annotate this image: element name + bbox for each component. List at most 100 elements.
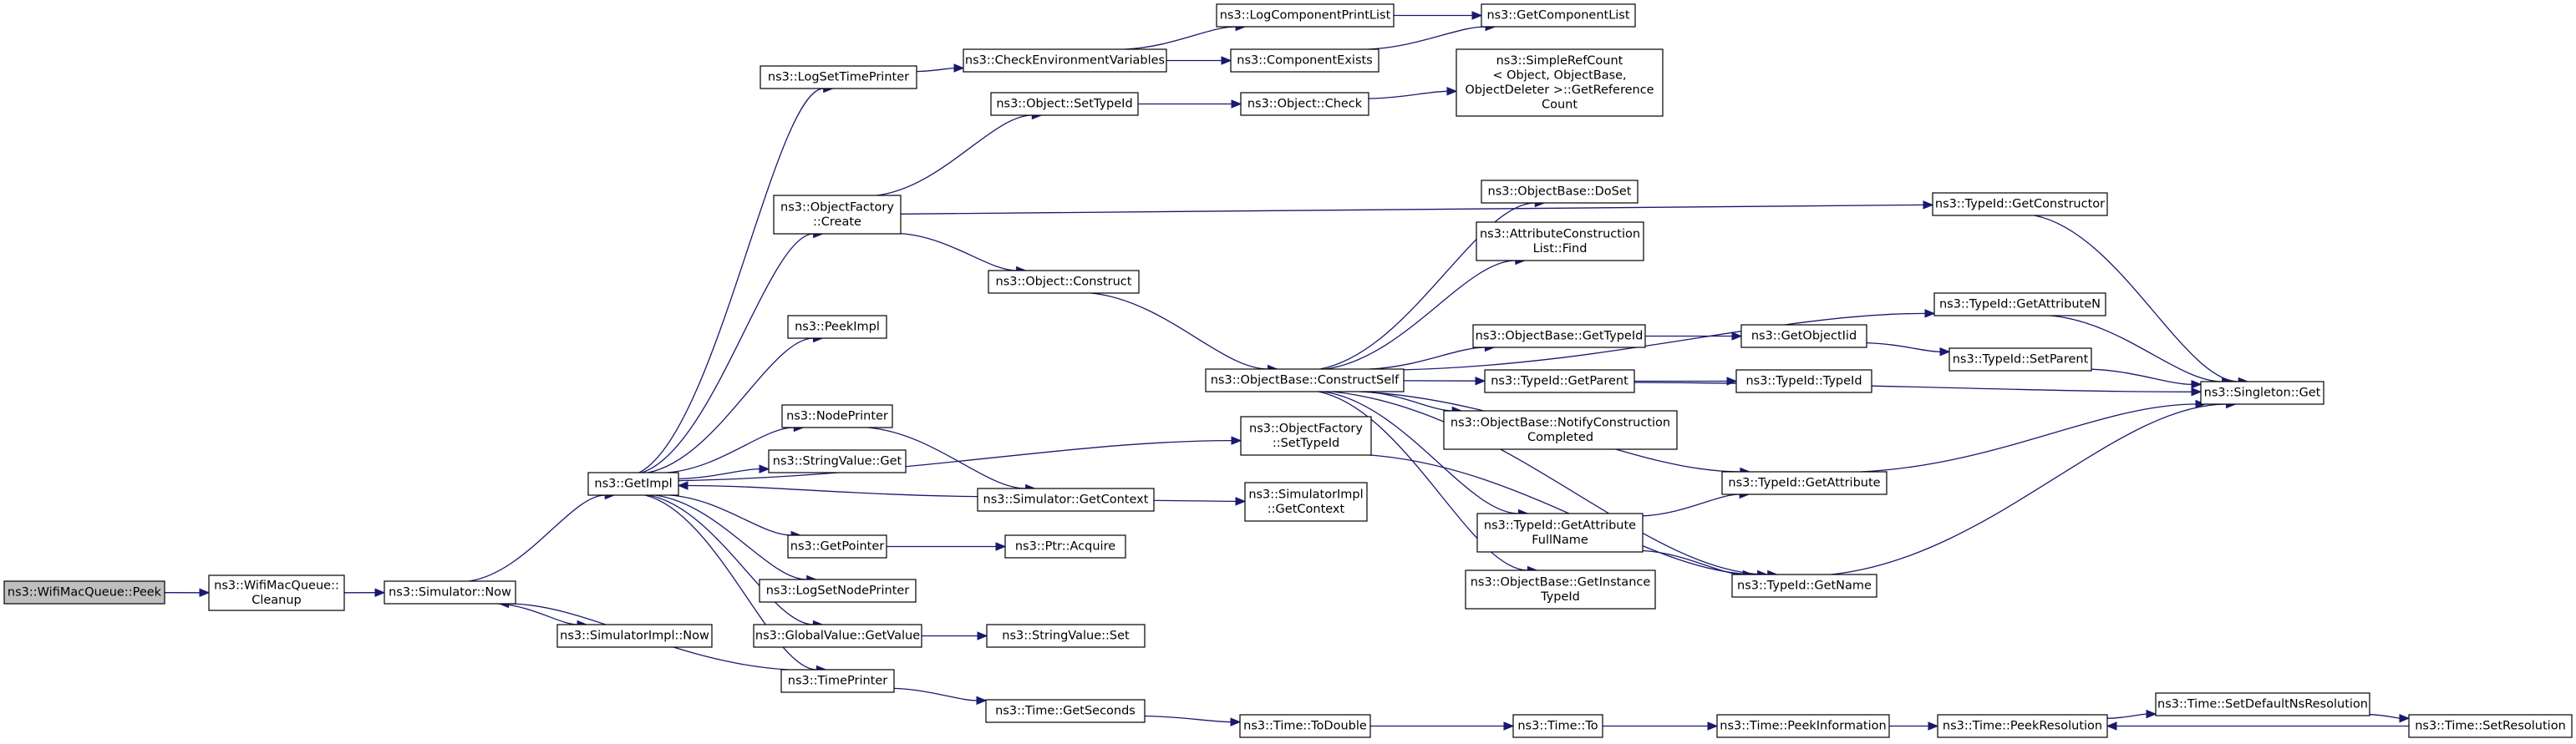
node-getimpl[interactable]: ns3::GetImpl [587, 472, 679, 496]
node-logcompprintlist[interactable]: ns3::LogComponentPrintList [1216, 3, 1395, 28]
node-box [985, 699, 1146, 723]
node-typeidctor[interactable]: ns3::TypeId::TypeId [1735, 369, 1872, 393]
node-peek[interactable]: ns3::WifiMacQueue::Peek [3, 580, 165, 605]
node-box [787, 315, 887, 339]
arrowhead-icon [1924, 309, 1936, 318]
node-box [760, 65, 917, 89]
node-objbasedoset[interactable]: ns3::ObjectBase::DoSet [1481, 180, 1639, 204]
arrowhead-icon [2106, 721, 2117, 731]
node-peekres[interactable]: ns3::Time::PeekResolution [1937, 714, 2108, 738]
node-box [2155, 692, 2370, 716]
node-box [1240, 92, 1369, 116]
node-getparent[interactable]: ns3::TypeId::GetParent [1484, 369, 1635, 393]
node-box [988, 270, 1140, 294]
edge-objfactcreate-to-objconstruct [900, 232, 1027, 276]
node-box [1949, 347, 2092, 372]
edge-constructself-to-getparent [1403, 376, 1486, 386]
node-setresolution[interactable]: ns3::Time::SetResolution [2408, 714, 2573, 738]
node-box [1244, 482, 1368, 522]
node-getattributen[interactable]: ns3::TypeId::GetAttributeN [1933, 292, 2106, 316]
node-label: ::GetContext [1268, 503, 1345, 516]
edge-line [667, 427, 795, 473]
node-box [587, 472, 679, 496]
node-objcheck[interactable]: ns3::Object::Check [1240, 92, 1369, 116]
node-objconstruct[interactable]: ns3::Object::Construct [988, 270, 1140, 294]
node-objsettypeid[interactable]: ns3::Object::SetTypeId [990, 92, 1139, 116]
node-singletonget[interactable]: ns3::Singleton::Get [2200, 381, 2324, 405]
edge-line [867, 427, 1026, 489]
node-getseconds[interactable]: ns3::Time::GetSeconds [985, 699, 1146, 723]
node-label: ns3::CheckEnvironmentVariables [965, 54, 1165, 68]
node-getattribute[interactable]: ns3::TypeId::GetAttribute [1721, 471, 1888, 495]
node-timeto[interactable]: ns3::Time::To [1512, 714, 1603, 738]
edge-line [2050, 315, 2223, 382]
edge-globalvalueget-to-stringvalueset [922, 631, 988, 640]
node-label: ns3::Object::SetTypeId [996, 98, 1132, 111]
node-box [1476, 221, 1644, 261]
edge-line [1642, 549, 1744, 575]
node-label: ns3::Time::ToDouble [1243, 720, 1367, 733]
node-objfactcreate[interactable]: ns3::ObjectFactory::Create [773, 195, 902, 235]
node-objbasegettypeid[interactable]: ns3::ObjectBase::GetTypeId [1472, 324, 1646, 348]
node-stringvalueset[interactable]: ns3::StringValue::Set [986, 624, 1146, 648]
node-getconstructor[interactable]: ns3::TypeId::GetConstructor [1932, 192, 2108, 216]
edge-todouble-to-timeto [1370, 721, 1515, 731]
node-simplerefcount[interactable]: ns3::SimpleRefCount< Object, ObjectBase,… [1456, 48, 1664, 117]
edge-timeprinter-to-getseconds [893, 687, 988, 706]
edge-line [916, 67, 955, 73]
arrowhead-icon [1475, 376, 1486, 386]
edge-line [1368, 26, 1486, 50]
node-ptracquire[interactable]: ns3::Ptr::Acquire [1004, 534, 1126, 559]
arrowhead-icon [1503, 721, 1515, 731]
node-getcomplist[interactable]: ns3::GetComponentList [1481, 3, 1636, 28]
node-objfactsettypeid[interactable]: ns3::ObjectFactory::SetTypeId [1240, 416, 1372, 456]
edge-line [900, 232, 1017, 271]
node-checkenv[interactable]: ns3::CheckEnvironmentVariables [963, 48, 1167, 73]
node-getname[interactable]: ns3::TypeId::GetName [1731, 574, 1877, 598]
node-globalvalueget[interactable]: ns3::GlobalValue::GetValue [753, 624, 922, 648]
node-getpointer[interactable]: ns3::GetPointer [787, 534, 887, 559]
node-constructself[interactable]: ns3::ObjectBase::ConstructSelf [1205, 368, 1405, 392]
node-timeprinter[interactable]: ns3::TimePrinter [780, 669, 895, 693]
node-cleanup[interactable]: ns3::WifiMacQueue::Cleanup [208, 574, 345, 611]
node-compexists[interactable]: ns3::ComponentExists [1230, 48, 1379, 73]
node-notifyconst[interactable]: ns3::ObjectBase::NotifyConstructionCompl… [1443, 410, 1678, 450]
node-simimplnow[interactable]: ns3::SimulatorImpl::Now [556, 624, 713, 648]
node-box [1731, 574, 1877, 598]
node-peekinfo[interactable]: ns3::Time::PeekInformation [1716, 714, 1890, 738]
arrowhead-icon [1230, 717, 1242, 726]
edge-line [893, 687, 978, 701]
edge-objbasegettypeid-to-getobjectiid [1645, 332, 1743, 341]
node-box [556, 624, 713, 648]
node-box [1933, 292, 2106, 316]
node-todouble[interactable]: ns3::Time::ToDouble [1239, 714, 1371, 738]
node-simnow[interactable]: ns3::Simulator::Now [384, 580, 516, 605]
node-box [963, 48, 1167, 73]
node-label: ::SetTypeId [1273, 437, 1339, 450]
node-logsetnodeprinter[interactable]: ns3::LogSetNodePrinter [759, 579, 917, 603]
node-label: ns3::LogComponentPrintList [1220, 9, 1391, 23]
node-peekimpl[interactable]: ns3::PeekImpl [787, 315, 887, 339]
node-simimplgetcontext[interactable]: ns3::SimulatorImpl::GetContext [1244, 482, 1368, 522]
arrowhead-icon [677, 481, 688, 490]
node-box [990, 92, 1139, 116]
node-logsettimeprinter[interactable]: ns3::LogSetTimePrinter [760, 65, 917, 89]
node-setparent[interactable]: ns3::TypeId::SetParent [1949, 347, 2092, 372]
node-stringvalueget[interactable]: ns3::StringValue::Get [768, 449, 907, 473]
node-label: ns3::Object::Check [1247, 98, 1363, 111]
node-setdefaultns[interactable]: ns3::Time::SetDefaultNsResolution [2155, 692, 2370, 716]
edge-getpointer-to-ptracquire [887, 542, 1007, 551]
node-box [781, 404, 893, 428]
node-box [1456, 48, 1664, 117]
node-box [1740, 324, 1867, 348]
node-getobjectiid[interactable]: ns3::GetObjectIid [1740, 324, 1867, 348]
node-nodeprinter[interactable]: ns3::NodePrinter [781, 404, 893, 428]
node-label: ns3::StringValue::Get [773, 455, 902, 468]
edge-line [1369, 347, 1486, 370]
nodes-layer: ns3::WifiMacQueue::Peek ns3::WifiMacQueue… [3, 3, 2573, 738]
node-simgetcontext[interactable]: ns3::Simulator::GetContext [977, 488, 1155, 512]
